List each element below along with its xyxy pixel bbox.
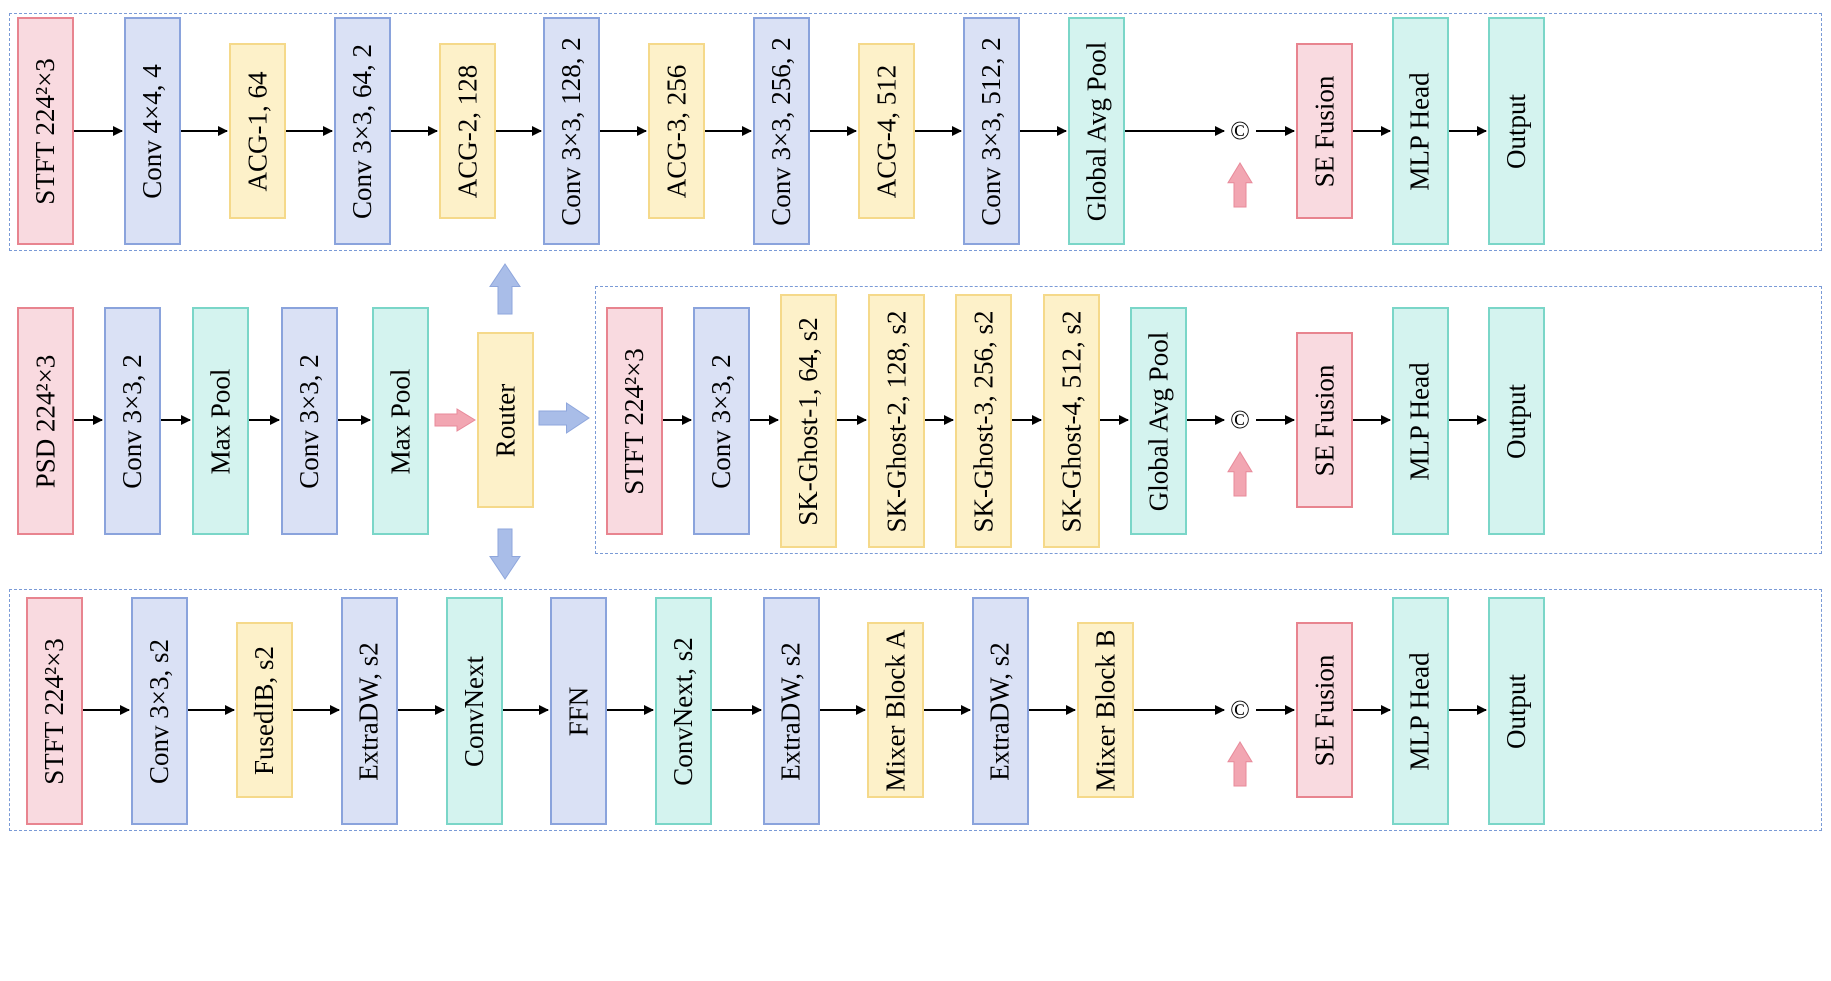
bottom-block-label: FFN bbox=[563, 686, 593, 736]
mid-block-stft-224-3: STFT 224²×3 bbox=[606, 307, 663, 535]
top-block-stft-224-3: STFT 224²×3 bbox=[17, 17, 74, 245]
bottom-block-label: MLP Head bbox=[1405, 651, 1436, 771]
bottom-block-label: ExtraDW, s2 bbox=[985, 641, 1016, 781]
mid-block-conv-3-3-2: Conv 3×3, 2 bbox=[693, 307, 750, 535]
top-block-label: Output bbox=[1501, 93, 1532, 169]
bottom-block-convnext: ConvNext bbox=[446, 597, 503, 825]
router-block: Router bbox=[477, 332, 534, 508]
mid-block-sk-ghost-1-64-s2: SK-Ghost-1, 64, s2 bbox=[780, 294, 837, 548]
bottom-block-label: Conv 3×3, s2 bbox=[144, 638, 174, 784]
top-block-conv-3-3-128-2: Conv 3×3, 128, 2 bbox=[543, 17, 600, 245]
router-to-top-arrow bbox=[489, 263, 521, 315]
middle-branch-panel bbox=[595, 286, 1822, 554]
bottom-block-output: Output bbox=[1488, 597, 1545, 825]
bottom-block-extradw-s2: ExtraDW, s2 bbox=[763, 597, 820, 825]
stem-block-label: Conv 3×3, 2 bbox=[294, 353, 324, 489]
mid-block-label: SK-Ghost-1, 64, s2 bbox=[793, 316, 824, 526]
bottom-block-se-fusion: SE Fusion bbox=[1296, 622, 1353, 798]
stem-block-label: Conv 3×3, 2 bbox=[117, 353, 147, 489]
mid-concat-symbol: © bbox=[1225, 405, 1255, 435]
router-to-middle-arrow bbox=[538, 402, 590, 434]
bottom-block-mixer-block-a: Mixer Block A bbox=[867, 622, 924, 798]
top-branch-panel bbox=[9, 13, 1822, 251]
router-to-bottom-arrow bbox=[489, 528, 521, 580]
top-block-conv-4-4-4: Conv 4×4, 4 bbox=[124, 17, 181, 245]
top-block-conv-3-3-256-2: Conv 3×3, 256, 2 bbox=[753, 17, 810, 245]
top-block-label: Global Avg Pool bbox=[1081, 41, 1112, 221]
stem-block-max-pool: Max Pool bbox=[192, 307, 249, 535]
mid-block-label: Conv 3×3, 2 bbox=[706, 353, 736, 489]
mid-block-sk-ghost-4-512-s2: SK-Ghost-4, 512, s2 bbox=[1043, 294, 1100, 548]
router-label: Router bbox=[490, 383, 520, 457]
bottom-block-mlp-head: MLP Head bbox=[1392, 597, 1449, 825]
top-block-label: STFT 224²×3 bbox=[30, 57, 61, 205]
mid-block-label: Global Avg Pool bbox=[1143, 331, 1174, 511]
mid-block-mlp-head: MLP Head bbox=[1392, 307, 1449, 535]
mid-block-sk-ghost-2-128-s2: SK-Ghost-2, 128, s2 bbox=[868, 294, 925, 548]
bottom-block-label: Mixer Block A bbox=[880, 629, 910, 791]
mid-block-label: MLP Head bbox=[1405, 361, 1436, 481]
top-block-acg-1-64: ACG-1, 64 bbox=[229, 43, 286, 219]
bottom-branch-panel bbox=[9, 589, 1822, 831]
bottom-block-label: Output bbox=[1501, 673, 1532, 749]
mid-block-label: SE Fusion bbox=[1309, 364, 1340, 476]
stem-block-label: PSD 224²×3 bbox=[30, 354, 61, 488]
stem-block-label: Max Pool bbox=[205, 368, 236, 474]
bottom-block-extradw-s2: ExtraDW, s2 bbox=[972, 597, 1029, 825]
mid-block-label: SK-Ghost-2, 128, s2 bbox=[881, 309, 912, 533]
bottom-block-label: ConvNext, s2 bbox=[668, 636, 698, 786]
bottom-block-fusedib-s2: FusedIB, s2 bbox=[236, 622, 293, 798]
top-block-se-fusion: SE Fusion bbox=[1296, 43, 1353, 219]
stem-to-router-arrow bbox=[434, 408, 476, 432]
mid-block-global-avg-pool: Global Avg Pool bbox=[1130, 307, 1187, 535]
top-block-label: Conv 3×3, 256, 2 bbox=[766, 36, 796, 226]
mid-block-label: STFT 224²×3 bbox=[619, 347, 650, 495]
top-block-acg-4-512: ACG-4, 512 bbox=[858, 43, 915, 219]
bottom-block-label: ExtraDW, s2 bbox=[776, 641, 807, 781]
top-block-label: ACG-4, 512 bbox=[871, 64, 901, 198]
top-block-label: MLP Head bbox=[1405, 71, 1436, 191]
stem-block-conv-3-3-2: Conv 3×3, 2 bbox=[104, 307, 161, 535]
mid-block-output: Output bbox=[1488, 307, 1545, 535]
mid-block-label: Output bbox=[1501, 383, 1532, 459]
bottom-block-label: ExtraDW, s2 bbox=[354, 641, 385, 781]
mid-block-label: SK-Ghost-4, 512, s2 bbox=[1056, 309, 1087, 533]
bottom-block-extradw-s2: ExtraDW, s2 bbox=[341, 597, 398, 825]
stem-block-conv-3-3-2: Conv 3×3, 2 bbox=[281, 307, 338, 535]
bottom-block-conv-3-3-s2: Conv 3×3, s2 bbox=[131, 597, 188, 825]
top-block-conv-3-3-512-2: Conv 3×3, 512, 2 bbox=[963, 17, 1020, 245]
top-block-label: ACG-3, 256 bbox=[661, 64, 691, 198]
top-block-mlp-head: MLP Head bbox=[1392, 17, 1449, 245]
top-block-label: Conv 3×3, 64, 2 bbox=[347, 43, 377, 219]
top-block-conv-3-3-64-2: Conv 3×3, 64, 2 bbox=[334, 17, 391, 245]
top-concat-symbol: © bbox=[1225, 116, 1255, 146]
mid-block-se-fusion: SE Fusion bbox=[1296, 332, 1353, 508]
stem-block-max-pool: Max Pool bbox=[372, 307, 429, 535]
bottom-block-ffn: FFN bbox=[550, 597, 607, 825]
bottom-block-convnext-s2: ConvNext, s2 bbox=[655, 597, 712, 825]
mid-block-sk-ghost-3-256-s2: SK-Ghost-3, 256, s2 bbox=[955, 294, 1012, 548]
top-block-label: Conv 3×3, 512, 2 bbox=[976, 36, 1006, 226]
bottom-block-label: Mixer Block B bbox=[1090, 629, 1120, 791]
stem-block-label: Max Pool bbox=[385, 368, 416, 474]
bottom-block-label: SE Fusion bbox=[1309, 654, 1340, 766]
top-block-label: ACG-2, 128 bbox=[452, 64, 482, 198]
top-block-label: Conv 4×4, 4 bbox=[137, 63, 167, 199]
top-block-label: ACG-1, 64 bbox=[242, 71, 272, 191]
top-block-label: Conv 3×3, 128, 2 bbox=[556, 36, 586, 226]
bottom-block-label: STFT 224²×3 bbox=[39, 637, 70, 785]
mid-block-label: SK-Ghost-3, 256, s2 bbox=[968, 309, 999, 533]
bottom-block-mixer-block-b: Mixer Block B bbox=[1077, 622, 1134, 798]
top-block-acg-3-256: ACG-3, 256 bbox=[648, 43, 705, 219]
top-block-output: Output bbox=[1488, 17, 1545, 245]
bottom-block-label: FusedIB, s2 bbox=[249, 645, 280, 775]
bottom-concat-symbol: © bbox=[1225, 695, 1255, 725]
bottom-block-stft-224-3: STFT 224²×3 bbox=[26, 597, 83, 825]
top-block-acg-2-128: ACG-2, 128 bbox=[439, 43, 496, 219]
bottom-block-label: ConvNext bbox=[459, 655, 489, 767]
top-block-global-avg-pool: Global Avg Pool bbox=[1068, 17, 1125, 245]
top-block-label: SE Fusion bbox=[1309, 75, 1340, 187]
stem-block-psd-224-3: PSD 224²×3 bbox=[17, 307, 74, 535]
